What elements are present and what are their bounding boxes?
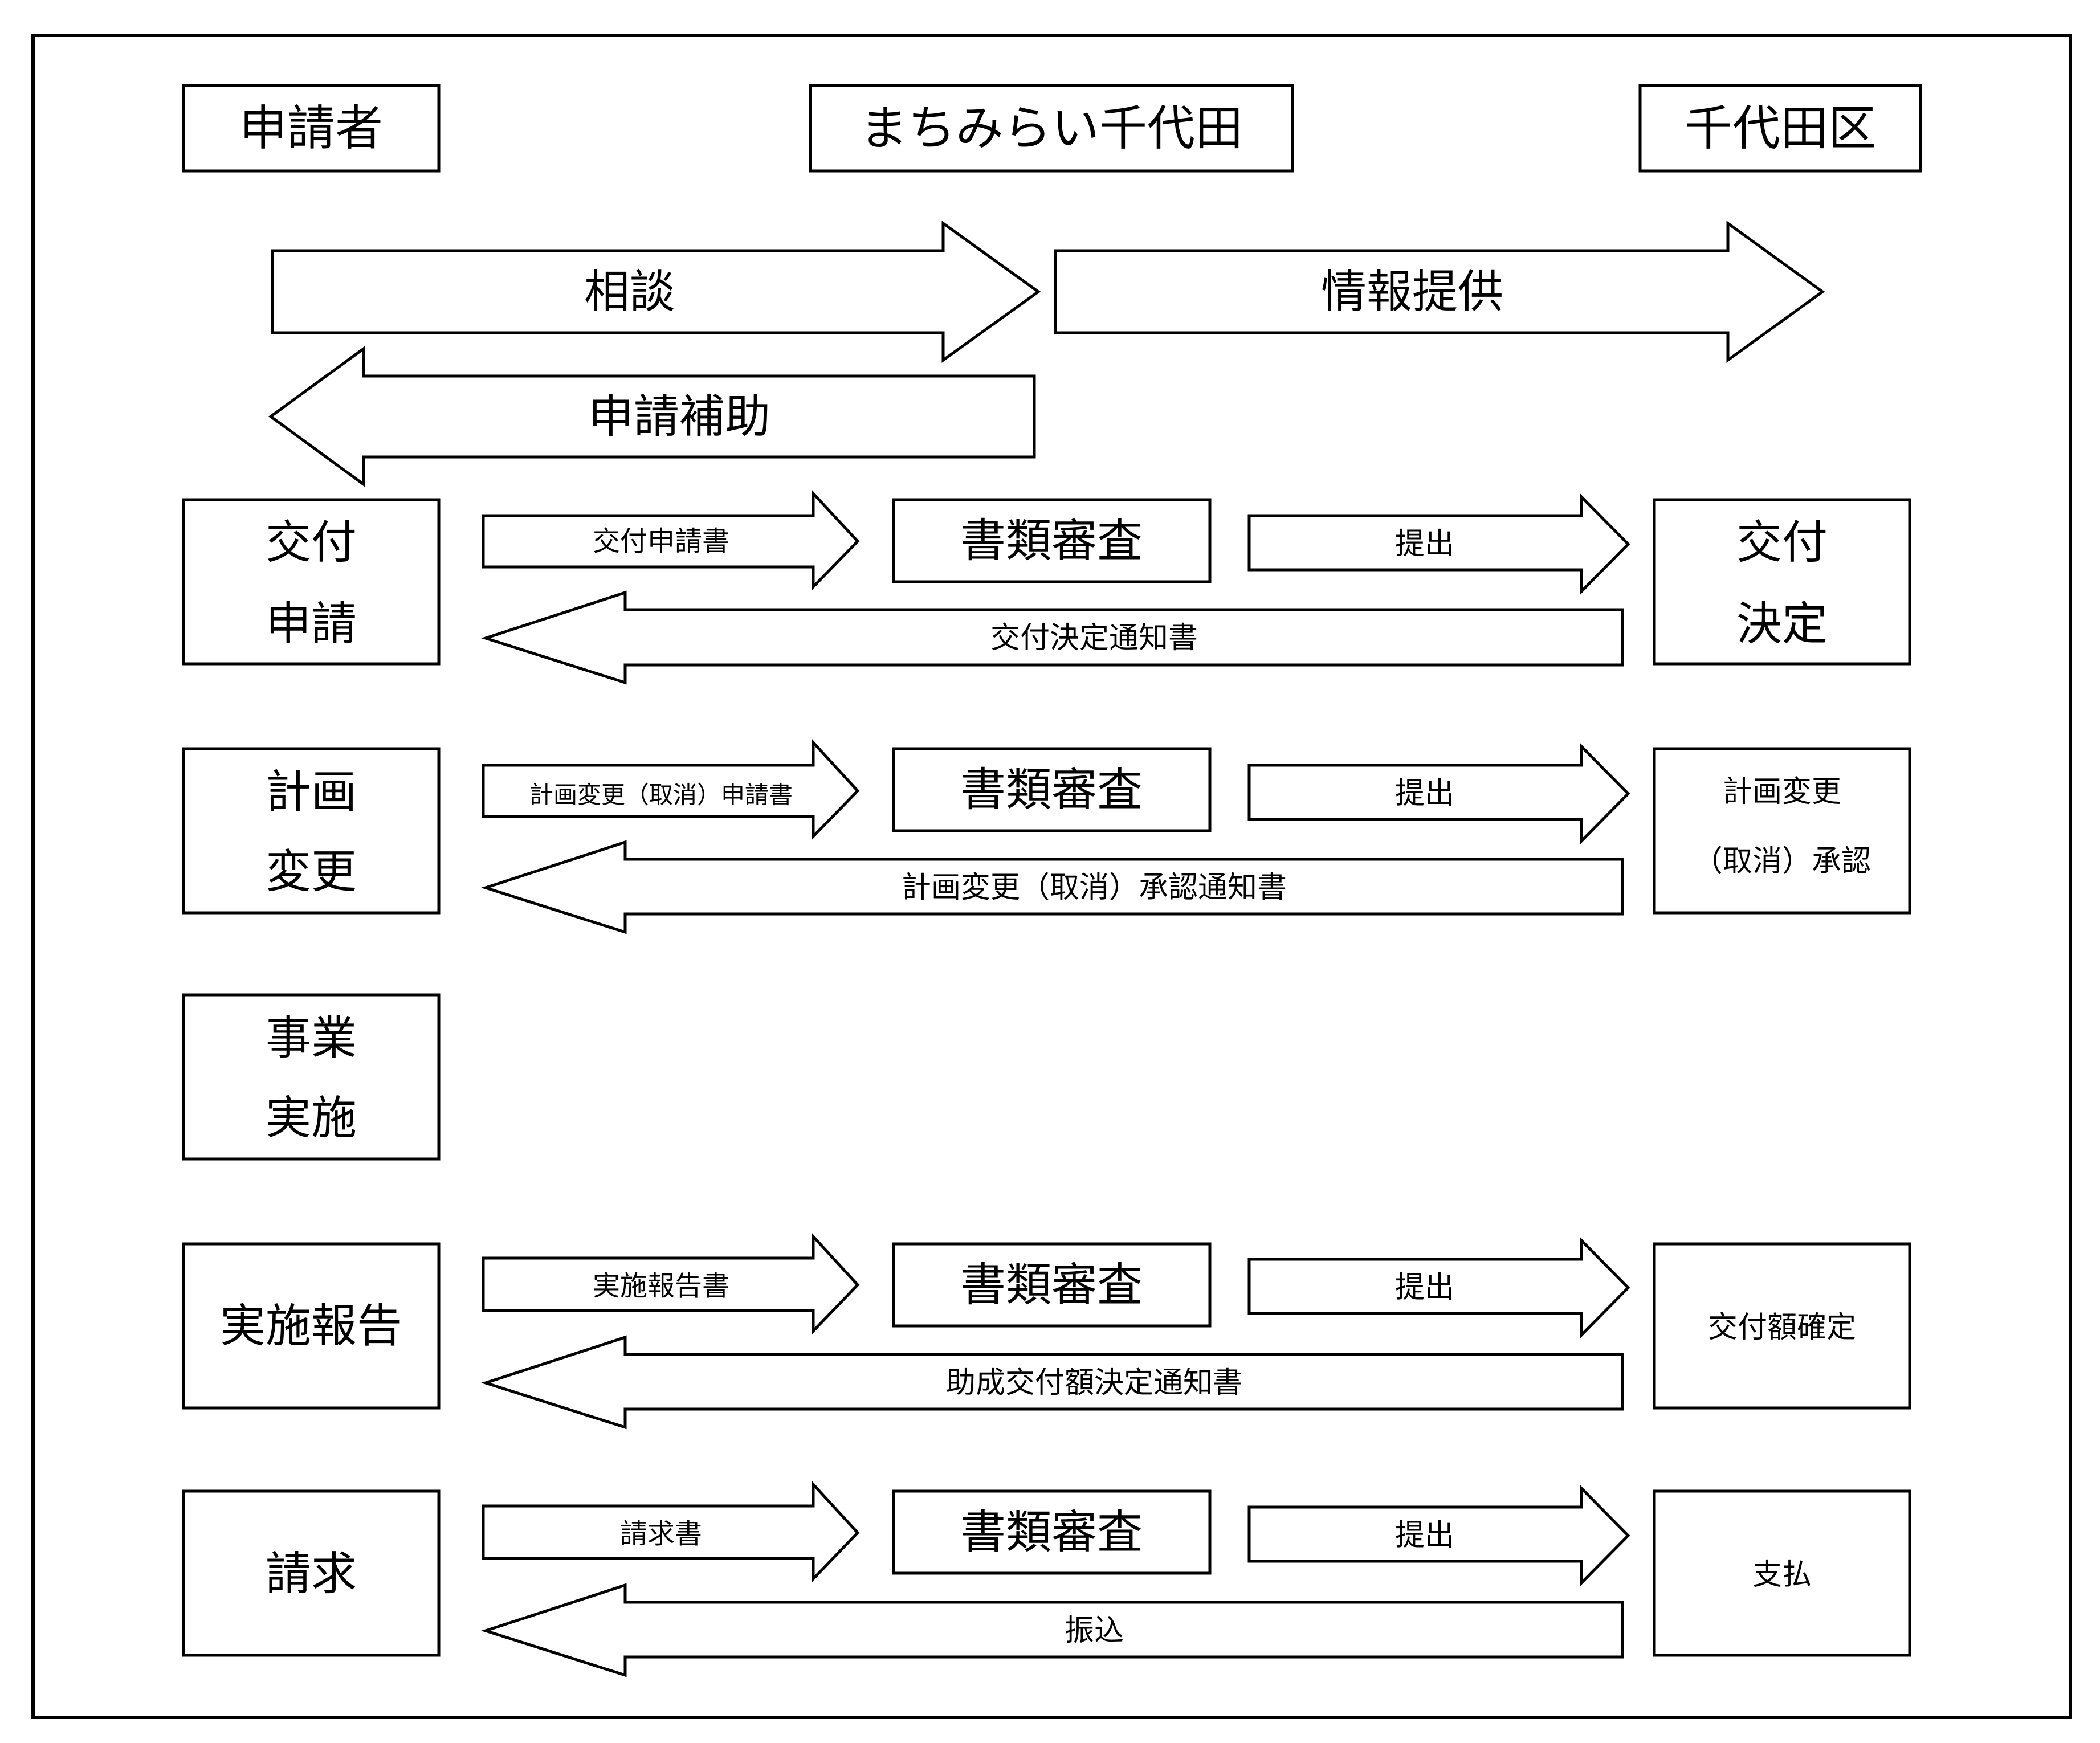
left-box [182, 993, 441, 1161]
header-machimirai: まちみらい千代田 [809, 84, 1294, 173]
return-arrow [480, 1335, 1624, 1430]
review-box [892, 747, 1212, 832]
right-box [1653, 1242, 1911, 1410]
doc-arrow [482, 738, 860, 840]
submit-arrow [1247, 493, 1630, 595]
left-box [182, 1242, 441, 1410]
doc-arrow [482, 1480, 860, 1583]
header-applicant: 申請者 [182, 84, 441, 173]
review-box [892, 1242, 1212, 1328]
right-box [1653, 1489, 1911, 1657]
return-arrow [480, 1583, 1624, 1677]
right-line-2: 決定 [1736, 598, 1828, 651]
right-box [1653, 747, 1911, 915]
left-line-2: 実施 [266, 1092, 357, 1145]
right-line-1: 支払 [1752, 1558, 1812, 1592]
submit-label: 提出 [1395, 777, 1454, 811]
submit-arrow [1247, 1236, 1630, 1339]
review-box [892, 1489, 1212, 1575]
review-label: 書類審査 [960, 764, 1143, 817]
right-line-1: 交付 [1736, 516, 1828, 569]
header-ward-label: 千代田区 [1685, 100, 1876, 156]
return-arrow [480, 840, 1624, 934]
info-arrow: 情報提供 [1054, 221, 1825, 363]
left-line-1: 事業 [266, 1012, 357, 1065]
return-label: 振込 [1065, 1614, 1124, 1648]
assist-arrow: 申請補助 [268, 346, 1036, 487]
row-grant-application: 交付 申請 交付申請書 書類審査 提出 交付決定通知書 交付 決定 [182, 489, 1911, 685]
row-plan-change: 計画 変更 計画変更（取消）申請書 書類審査 提出 計画変更（取消）承認通知書 … [182, 738, 1911, 934]
return-label: 助成交付額決定通知書 [946, 1366, 1242, 1400]
left-line-1: 実施報告 [220, 1300, 402, 1353]
left-line-1: 計画 [266, 766, 357, 819]
doc-label: 請求書 [620, 1518, 702, 1550]
return-arrow [480, 590, 1624, 685]
left-box [182, 1489, 441, 1657]
submit-label: 提出 [1395, 1271, 1454, 1305]
review-label: 書類審査 [960, 1506, 1143, 1559]
submit-label: 提出 [1395, 1519, 1454, 1553]
left-box [182, 747, 441, 915]
left-box [182, 498, 441, 666]
header-applicant-label: 申請者 [239, 100, 383, 156]
doc-label: 交付申請書 [593, 525, 729, 557]
return-label: 計画変更（取消）承認通知書 [902, 871, 1287, 905]
doc-arrow [482, 489, 860, 591]
return-label: 交付決定通知書 [990, 621, 1198, 655]
header-ward: 千代田区 [1638, 84, 1922, 173]
left-line-1: 請求 [266, 1548, 357, 1601]
right-line-2: （取消）承認 [1693, 844, 1871, 879]
doc-label: 実施報告書 [593, 1270, 729, 1302]
submit-arrow [1247, 1484, 1630, 1587]
header-machimirai-label: まちみらい千代田 [860, 100, 1243, 156]
review-box [892, 498, 1212, 583]
review-label: 書類審査 [960, 515, 1143, 568]
review-label: 書類審査 [960, 1259, 1143, 1312]
doc-arrow [482, 1232, 860, 1335]
right-box [1653, 498, 1911, 666]
assist-label: 申請補助 [588, 390, 770, 443]
row-project-implementation: 事業 実施 [182, 993, 441, 1161]
doc-label: 計画変更（取消）申請書 [529, 781, 793, 809]
row-billing: 請求 請求書 書類審査 提出 振込 支払 [182, 1480, 1911, 1677]
diagram-frame [31, 34, 2072, 1719]
row-implementation-report: 実施報告 実施報告書 書類審査 提出 助成交付額決定通知書 交付額確定 [182, 1232, 1911, 1430]
right-line-1: 交付額確定 [1708, 1311, 1856, 1345]
consult-label: 相談 [584, 266, 675, 319]
left-line-2: 申請 [266, 598, 357, 651]
submit-arrow [1247, 742, 1630, 845]
left-line-2: 変更 [266, 846, 357, 899]
consult-arrow: 相談 [271, 221, 1041, 363]
right-line-1: 計画変更 [1723, 775, 1841, 809]
submit-label: 提出 [1395, 527, 1454, 561]
left-line-1: 交付 [266, 516, 357, 569]
info-label: 情報提供 [1321, 266, 1503, 319]
